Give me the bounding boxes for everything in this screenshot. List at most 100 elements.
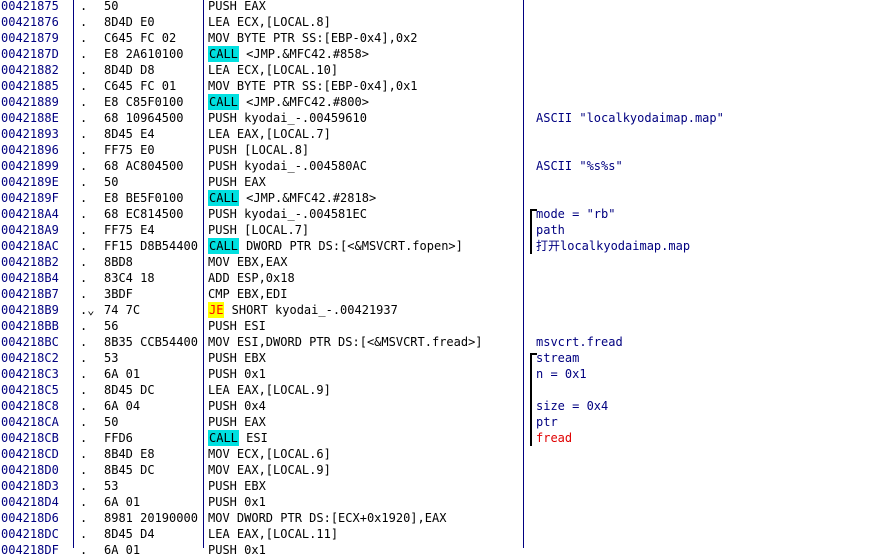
- address-cell: 00421882: [1, 63, 59, 77]
- disassembly-cell: CMP EBX,EDI: [208, 287, 288, 301]
- disassembly-cell: PUSH 0x4: [208, 399, 266, 413]
- address-cell: 00421885: [1, 79, 59, 93]
- call-mnemonic: CALL: [208, 94, 239, 110]
- hex-bytes-cell: C645 FC 02: [104, 31, 177, 45]
- address-cell: 004218C3: [1, 367, 59, 381]
- row-marker: .: [80, 335, 88, 349]
- row-marker: .: [80, 175, 88, 189]
- disassembly-cell: PUSH EAX: [208, 0, 266, 13]
- disassembly-cell: LEA EAX,[LOCAL.9]: [208, 383, 331, 397]
- disassembly-cell: MOV BYTE PTR SS:[EBP-0x4],0x1: [208, 79, 418, 93]
- hex-bytes-cell: E8 2A610100: [104, 47, 184, 61]
- call-mnemonic: CALL: [208, 46, 239, 62]
- call-mnemonic: CALL: [208, 238, 239, 254]
- disassembly-cell: PUSH 0x1: [208, 367, 266, 381]
- hex-bytes-cell: 8981 20190000: [104, 511, 198, 525]
- hex-bytes-cell: 6A 01: [104, 495, 141, 509]
- disassembly-cell: LEA ECX,[LOCAL.10]: [208, 63, 339, 77]
- row-marker: .: [80, 255, 88, 269]
- comment-cell: ASCII "%s%s": [536, 159, 623, 173]
- row-marker: .: [80, 351, 88, 365]
- disassembly-cell: CALL <JMP.&MFC42.#800>: [208, 94, 369, 110]
- disassembly-cell: PUSH kyodai_-.00459610: [208, 111, 367, 125]
- disassembly-cell: MOV EAX,[LOCAL.9]: [208, 463, 331, 477]
- call-mnemonic: CALL: [208, 430, 239, 446]
- row-marker: .: [80, 143, 88, 157]
- address-cell: 004218B4: [1, 271, 59, 285]
- comment-cell: size = 0x4: [536, 399, 609, 413]
- address-cell: 004218C2: [1, 351, 59, 365]
- hex-bytes-cell: 68 10964500: [104, 111, 184, 125]
- hex-bytes-cell: 6A 04: [104, 399, 141, 413]
- address-cell: 00421899: [1, 159, 59, 173]
- hex-bytes-cell: 50: [104, 175, 119, 189]
- comment-cell: msvcrt.fread: [536, 335, 623, 349]
- address-cell: 004218CB: [1, 431, 59, 445]
- column-separator-disasm: [523, 0, 524, 548]
- disassembly-cell: ADD ESP,0x18: [208, 271, 295, 285]
- hex-bytes-cell: 83C4 18: [104, 271, 155, 285]
- address-cell: 00421896: [1, 143, 59, 157]
- address-cell: 00421876: [1, 15, 59, 29]
- hex-bytes-cell: 50: [104, 415, 119, 429]
- address-cell: 004218C5: [1, 383, 59, 397]
- row-marker: .: [80, 95, 88, 109]
- operand-text: <JMP.&MFC42.#858>: [238, 47, 369, 61]
- hex-bytes-cell: 50: [104, 0, 119, 13]
- disassembly-cell: MOV ESI,DWORD PTR DS:[<&MSVCRT.fread>]: [208, 335, 483, 349]
- disassembly-cell: MOV DWORD PTR DS:[ECX+0x1920],EAX: [208, 511, 447, 525]
- address-cell: 004218B2: [1, 255, 59, 269]
- fread-args-bracket: [530, 353, 537, 446]
- hex-bytes-cell: 8D4D D8: [104, 63, 155, 77]
- disassembly-cell: PUSH 0x1: [208, 495, 266, 509]
- address-cell: 004218AC: [1, 239, 59, 253]
- disassembly-cell: PUSH [LOCAL.7]: [208, 223, 310, 237]
- row-marker: .⌄: [80, 303, 95, 317]
- call-mnemonic: CALL: [208, 190, 239, 206]
- row-marker: .: [80, 415, 88, 429]
- row-marker: .: [80, 447, 88, 461]
- hex-bytes-cell: 6A 01: [104, 367, 141, 381]
- fopen-args-bracket: [530, 209, 537, 254]
- address-cell: 004218BB: [1, 319, 59, 333]
- address-cell: 004218D0: [1, 463, 59, 477]
- hex-bytes-cell: FF75 E0: [104, 143, 155, 157]
- address-cell: 004218A4: [1, 207, 59, 221]
